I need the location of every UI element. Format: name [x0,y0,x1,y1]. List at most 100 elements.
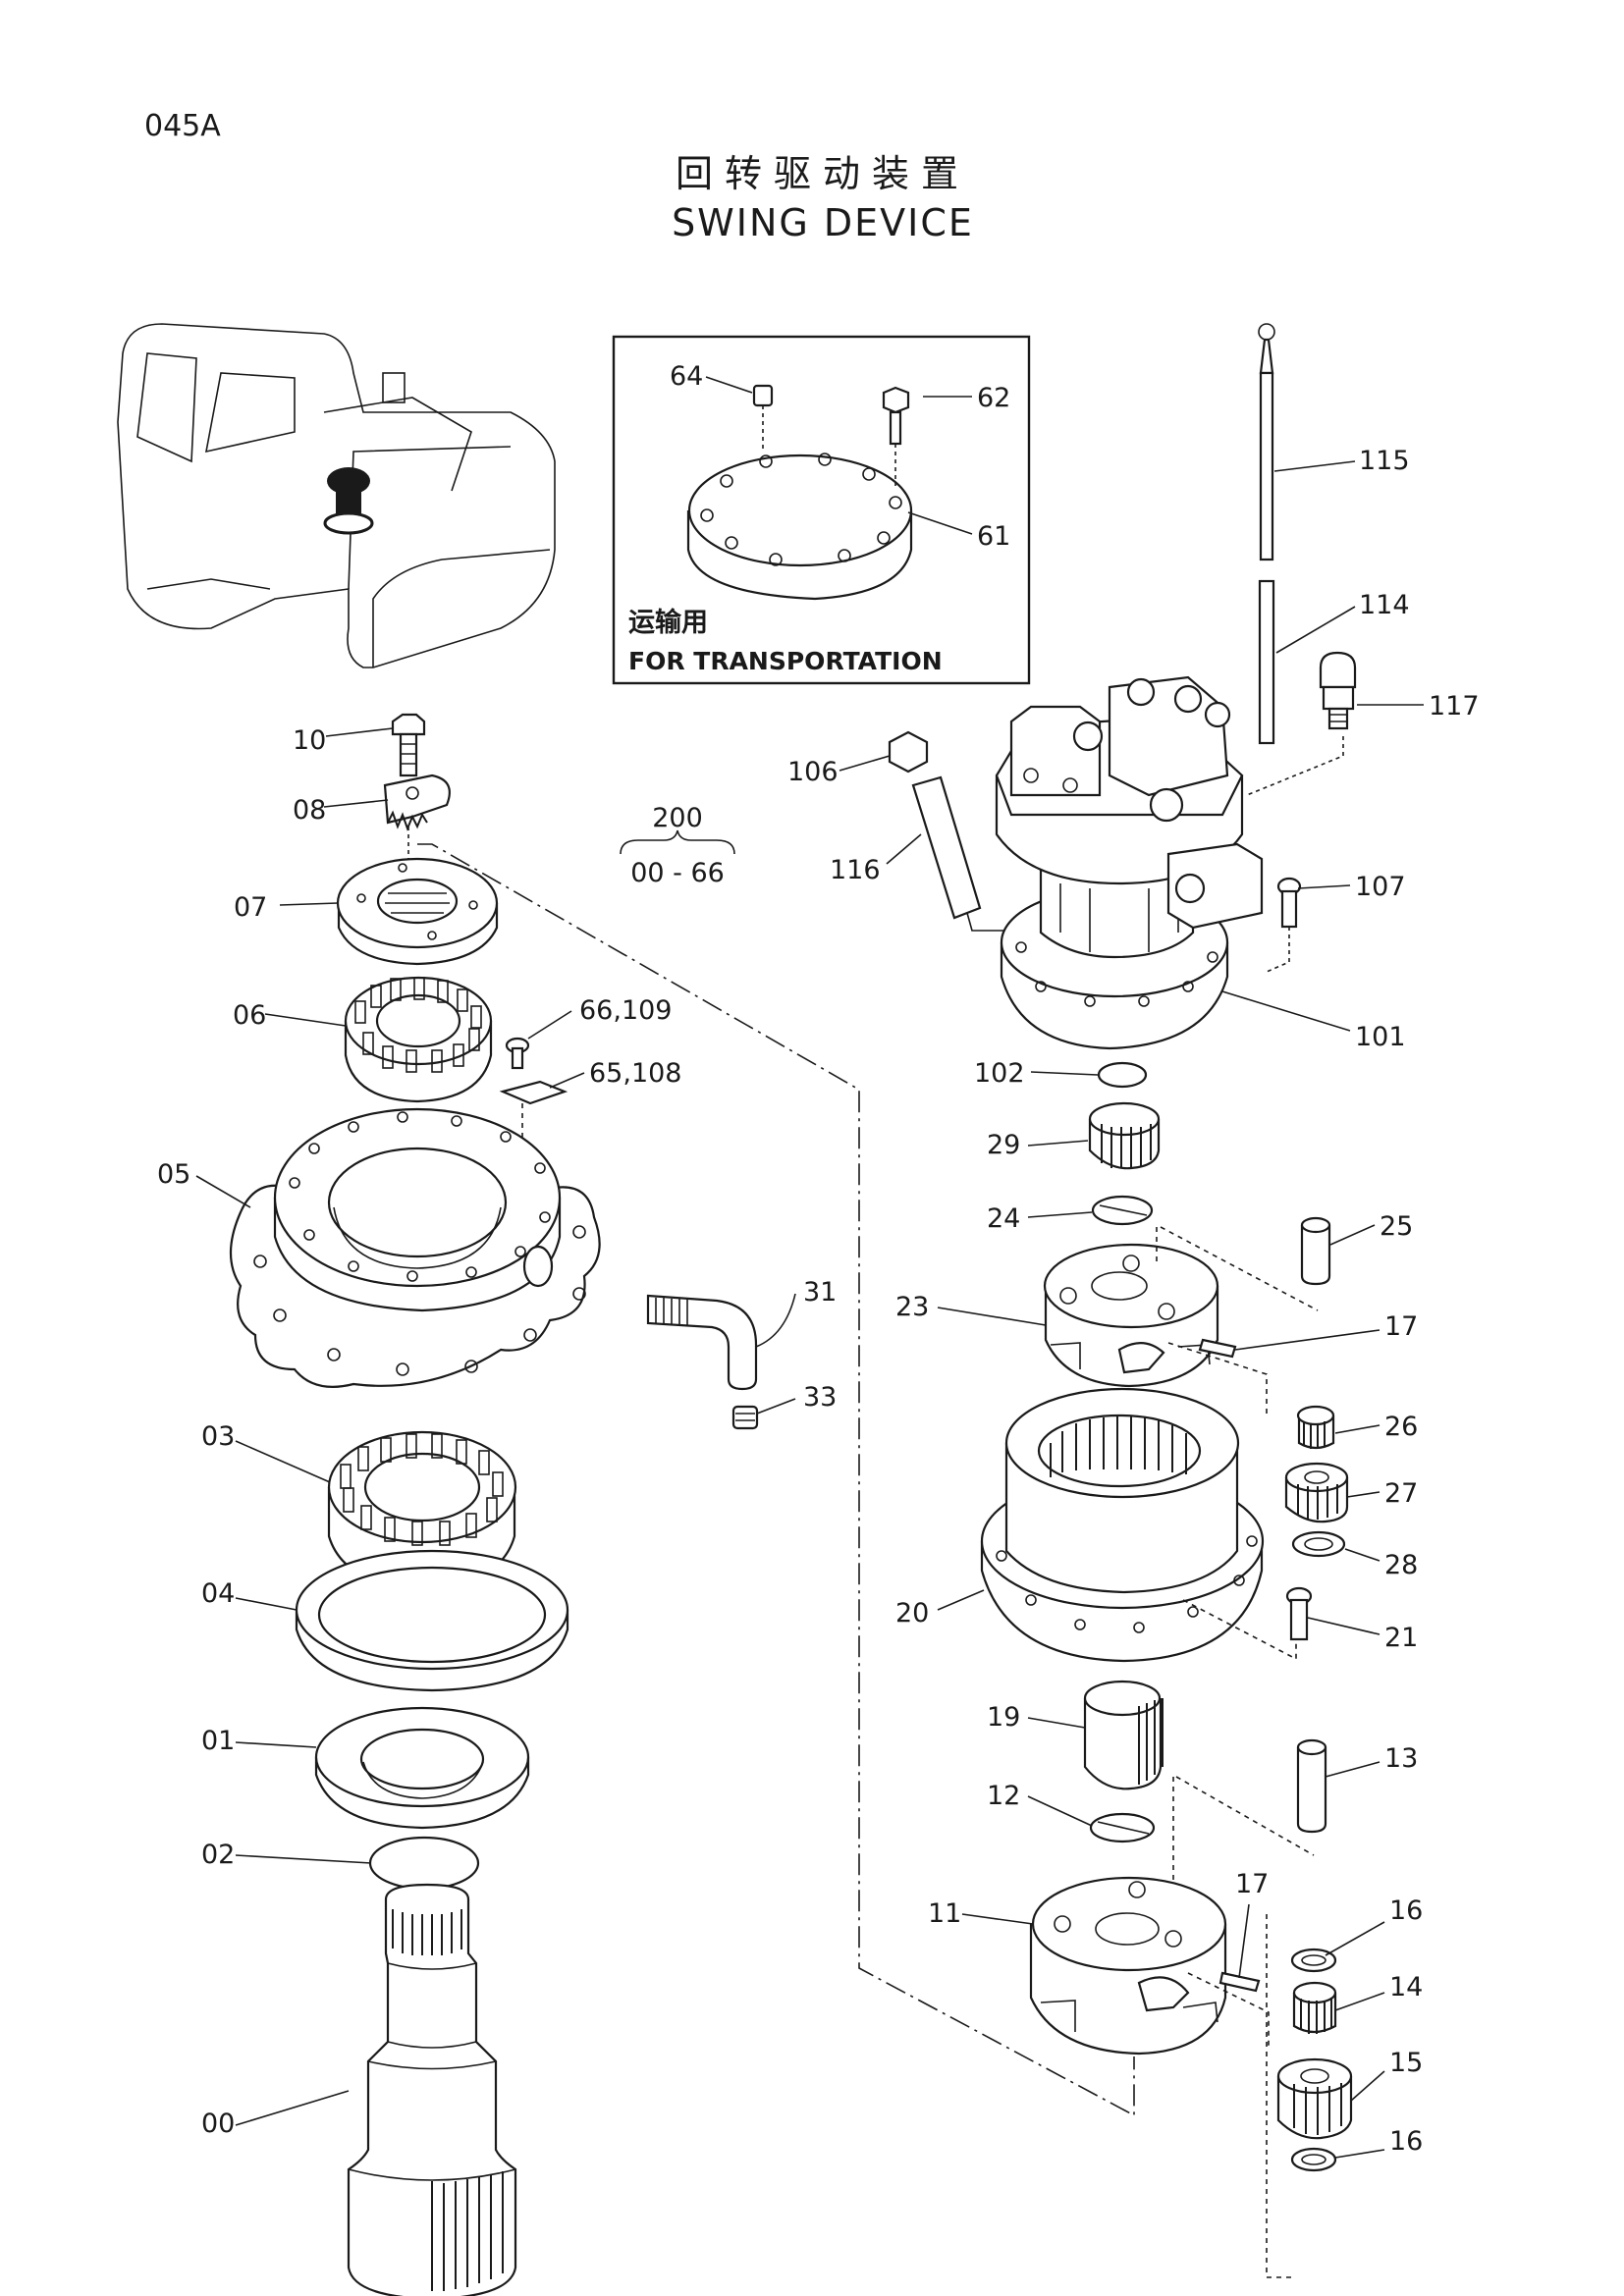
part-19-sun-gear [1083,1680,1164,1790]
part-17-pin-upper [1198,1338,1237,1359]
part-00-shaft [347,1883,517,2296]
callout-19: 19 [987,1702,1020,1733]
part-29-gear [1088,1101,1161,1170]
callout-03: 03 [201,1421,235,1452]
assembly-number-value: 200 [652,803,703,833]
part-12-thrust-plate [1089,1812,1156,1843]
callout-16-upper: 16 [1389,1896,1423,1926]
callout-01: 01 [201,1726,235,1756]
part-16-ring-lower [1290,2147,1337,2172]
title-chinese: 回转驱动装置 [676,152,970,195]
part-66-109-screw [505,1037,530,1070]
part-102-snap-ring [1097,1061,1148,1089]
part-24-thrust-plate [1091,1195,1154,1226]
inset-label-chinese: 运输用 [628,607,708,638]
part-13-pin [1296,1738,1327,1834]
transportation-inset: 64 62 61 运输用 FOR TRANSPORTATION [612,335,1031,685]
left-leaders [195,727,796,2126]
callout-04: 04 [201,1578,235,1609]
part-115-dipstick [1258,323,1275,561]
callout-10: 10 [293,725,326,756]
part-21-bolt [1285,1586,1313,1641]
part-11-carrier [1029,1876,1227,2056]
callout-27: 27 [1384,1478,1418,1509]
callout-21: 21 [1384,1623,1418,1653]
callout-05: 05 [157,1159,190,1190]
part-25-pin [1300,1216,1331,1286]
part-20-ring-gear [980,1387,1265,1663]
part-26-needle-bearing [1296,1405,1335,1450]
page-code: 045A [144,109,221,143]
callout-07: 07 [234,892,267,923]
part-33-plug [731,1405,759,1430]
callout-08: 08 [293,795,326,826]
callout-64: 64 [670,361,703,392]
callout-11: 11 [928,1898,961,1929]
inset-label-english: FOR TRANSPORTATION [628,647,943,675]
part-02-o-ring [368,1836,480,1891]
callout-17-lower: 17 [1235,1869,1269,1899]
assembly-range: 00 - 66 [630,858,725,888]
part-06-bearing [344,976,493,1103]
part-23-carrier [1043,1243,1219,1388]
callout-15: 15 [1389,2048,1423,2078]
part-27-planet-gear [1284,1462,1349,1523]
callout-06: 06 [233,1000,266,1031]
part-08-lock-plate [383,774,451,831]
part-17-pin-lower [1218,1971,1261,1993]
part-28-thrust-washer [1291,1530,1346,1558]
right-leaders [839,460,1424,2159]
part-15-planet-gear [1276,2057,1353,2140]
part-117-breather [1246,651,1357,796]
callout-101: 101 [1355,1022,1406,1052]
part-31-hose [646,1294,758,1391]
callout-26: 26 [1384,1412,1418,1442]
callout-13: 13 [1384,1743,1418,1774]
left-callouts: 10 08 07 06 66,109 65,108 05 31 33 03 04… [157,725,837,2139]
callout-115: 115 [1359,446,1410,476]
callout-24: 24 [987,1203,1020,1234]
assembly-alignment-line [417,843,1135,2117]
excavator-locator-icon [117,323,556,668]
part-10-bolt [391,713,426,777]
callout-16-lower: 16 [1389,2126,1423,2157]
callout-117: 117 [1429,691,1480,721]
callout-12: 12 [987,1781,1020,1811]
assembly-number: 200 00 - 66 [620,803,735,888]
part-05-housing [229,1107,601,1388]
callout-31: 31 [803,1277,837,1308]
callout-107: 107 [1355,872,1406,902]
callout-62: 62 [977,383,1010,413]
part-16-ring-upper [1290,1948,1337,1973]
callout-116: 116 [830,855,881,885]
part-07-ring-nut [336,857,499,966]
callout-29: 29 [987,1130,1020,1160]
callout-33: 33 [803,1382,837,1413]
part-14-needle-bearing [1292,1981,1337,2034]
part-107-screw [1266,877,1302,973]
callout-114: 114 [1359,590,1410,620]
callout-20: 20 [895,1598,929,1629]
callout-17-upper: 17 [1384,1311,1418,1342]
right-callouts: 115 114 117 106 116 107 101 102 29 24 25… [787,446,1480,2157]
callout-25: 25 [1380,1211,1413,1242]
callout-00: 00 [201,2109,235,2139]
callout-23: 23 [895,1292,929,1322]
title-english: SWING DEVICE [672,201,974,244]
callout-102: 102 [974,1058,1025,1089]
callout-106: 106 [787,757,839,787]
callout-66-109: 66,109 [579,995,672,1026]
callout-28: 28 [1384,1550,1418,1580]
part-04-seal [295,1549,569,1692]
part-114-pipe [1258,579,1275,745]
callout-65-108: 65,108 [589,1058,681,1089]
callout-61: 61 [977,521,1010,552]
part-65-108-name-plate [499,1080,568,1105]
part-101-swing-motor [995,675,1264,1050]
part-106-nut [888,730,929,774]
callout-02: 02 [201,1840,235,1870]
callout-14: 14 [1389,1972,1423,2002]
part-01-seal-ring [314,1706,530,1830]
